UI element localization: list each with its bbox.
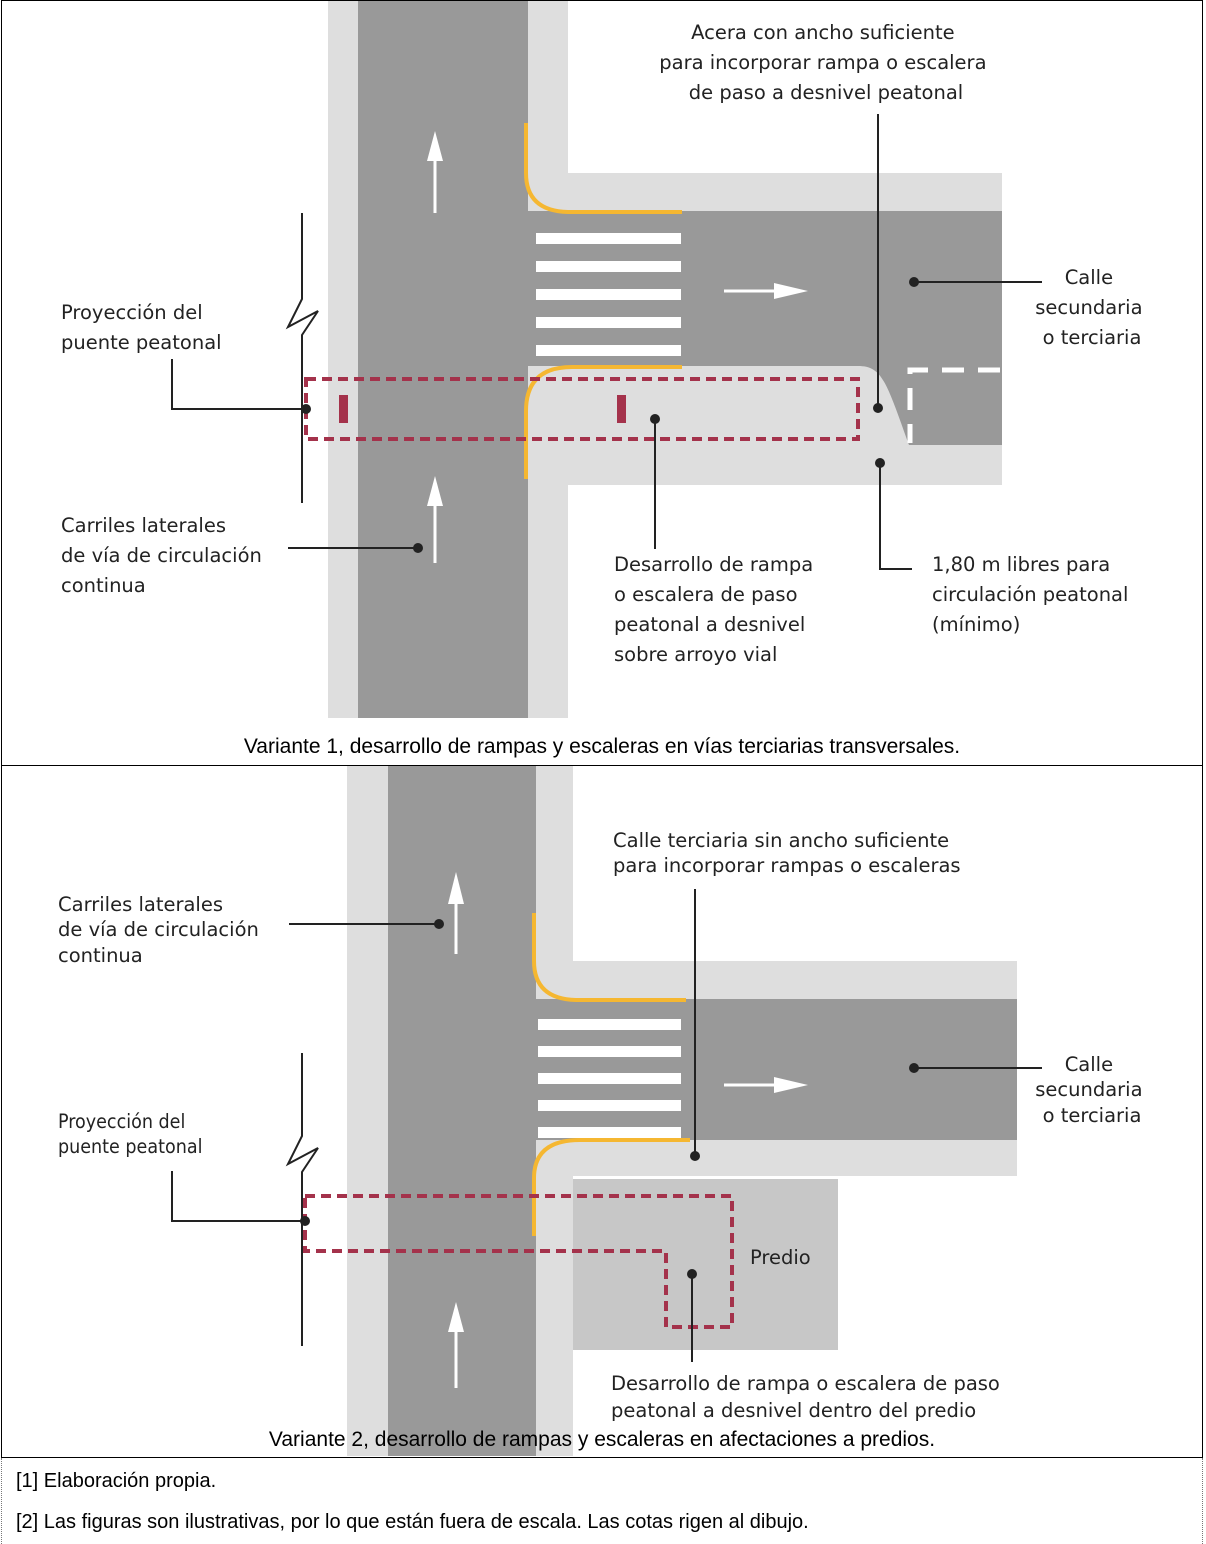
leader-carriles (288, 543, 423, 553)
curb-upper (532, 913, 686, 1002)
footnotes: [1] Elaboración propia. [2] Las figuras … (1, 1458, 1203, 1544)
leader-desarrollo (687, 1269, 697, 1362)
label-calle-terciaria: Calle terciaria sin ancho suficiente par… (613, 829, 961, 877)
leader-acera (873, 114, 883, 413)
leader-calle (909, 1063, 1042, 1073)
parking-lane-marking (907, 367, 1000, 443)
up-arrow-icon (448, 1302, 464, 1388)
right-arrow-icon (724, 283, 808, 299)
main-road (358, 1, 528, 718)
bridge-support (339, 395, 348, 423)
variant-2-caption: Variante 2, desarrollo de rampas y escal… (268, 1428, 936, 1451)
up-arrow-icon (427, 131, 443, 213)
curb-lower (532, 1138, 690, 1236)
leader-proyeccion (171, 359, 311, 414)
variant-2-panel: Calle terciaria sin ancho suficiente par… (1, 765, 1203, 1458)
label-proyeccion: Proyección del puente peatonal (61, 301, 222, 354)
leader-proyeccion (171, 1171, 310, 1226)
label-acera: Acera con ancho suficiente para incorpor… (659, 21, 992, 104)
bridge-projection-outline (303, 1194, 734, 1329)
bridge-support (617, 395, 626, 423)
up-arrow-icon (448, 872, 464, 954)
label-calle: Calle secundaria o terciaria (1035, 1053, 1149, 1127)
up-arrow-icon (427, 476, 443, 563)
right-arrow-icon (724, 1077, 808, 1093)
variant-1-diagram: Acera con ancho suficiente para incorpor… (61, 1, 1149, 718)
leader-calle (909, 277, 1042, 287)
leader-libres (875, 458, 912, 570)
variant-2-diagram: Calle terciaria sin ancho suficiente par… (58, 766, 1149, 1456)
leader-carriles (289, 919, 444, 929)
curb-upper (524, 123, 682, 214)
predio (573, 1179, 838, 1350)
leader-calle-terciaria (690, 889, 700, 1161)
break-line (285, 1053, 319, 1346)
zebra-crossing (536, 233, 681, 356)
leader-desarrollo (650, 414, 660, 549)
label-libres: 1,80 m libres para circulación peatonal … (932, 553, 1135, 636)
label-predio: Predio (750, 1246, 811, 1269)
label-desarrollo: Desarrollo de rampa o escalera de paso p… (614, 553, 819, 666)
label-carriles: Carriles laterales de vía de circulación… (58, 893, 265, 967)
label-carriles: Carriles laterales de vía de circulación… (61, 514, 268, 597)
label-proyeccion: Proyección del puente peatonal (58, 1110, 202, 1158)
sidewalk-bulge (858, 366, 909, 445)
zebra-crossing (538, 1019, 681, 1138)
footnote: [2] Las figuras son ilustrativas, por lo… (16, 1511, 809, 1533)
variant-1-panel: Acera con ancho suficiente para incorpor… (1, 0, 1203, 766)
variant-1-caption: Variante 1, desarrollo de rampas y escal… (243, 735, 961, 758)
break-line (285, 213, 319, 503)
main-road (388, 766, 536, 1456)
footnote: [1] Elaboración propia. (16, 1470, 217, 1492)
label-calle: Calle secundaria o terciaria (1035, 266, 1149, 349)
label-desarrollo: Desarrollo de rampa o escalera de paso p… (611, 1372, 1006, 1422)
